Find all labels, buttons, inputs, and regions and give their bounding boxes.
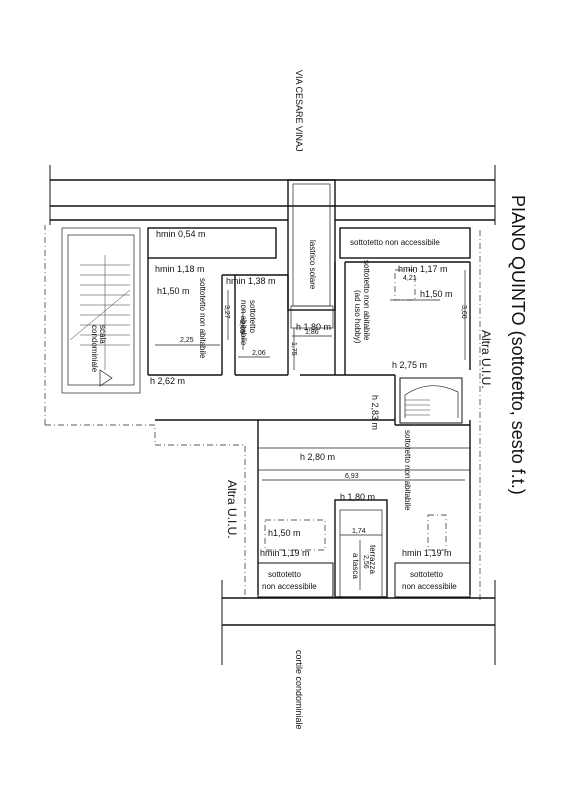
street-label: VIA CESARE VINAJ <box>294 70 304 152</box>
interior-walls <box>147 227 471 598</box>
label-lastrico: lastrico solare <box>308 240 317 290</box>
label-sotto-na-vert: sottotetto non abitabile <box>198 278 207 359</box>
label-sottotetto-1: sottotetto <box>248 300 257 333</box>
plan-title: PIANO QUINTO (sottotetto, sesto f.t.) <box>508 195 528 495</box>
other-unit-right: Altra U.I.U. <box>479 330 493 389</box>
label-sna-hobby-2: (ad uso hobby) <box>353 290 362 344</box>
dim-421: 4,21 <box>403 275 417 282</box>
property-boundary <box>44 225 481 600</box>
label-h280: h 2,80 m <box>300 452 335 462</box>
label-h150b: h1,50 m <box>420 289 453 299</box>
dim-225: 2,25 <box>180 337 194 344</box>
dim-175: 1,75 <box>290 342 297 356</box>
label-h150c: h1,50 m <box>268 528 301 538</box>
street-facade-walls <box>49 165 496 311</box>
label-sott-l1: sottotetto <box>268 570 301 579</box>
label-hmin138: hmin 1,38 m <box>226 276 276 286</box>
dim-174: 1,74 <box>352 528 366 535</box>
label-terrazza-1: terrazza <box>368 545 377 574</box>
dim-360: 3,60 <box>460 305 467 319</box>
label-sna-hobby-1: sottotetto non abitabile <box>362 260 371 341</box>
label-sna-big: sottotetto non abitabile <box>403 430 412 511</box>
label-sna-top: sottotetto non accessibile <box>350 238 440 247</box>
label-terrazza-2: a tasca <box>351 553 360 579</box>
labels: PIANO QUINTO (sottotetto, sesto f.t.) VI… <box>90 70 528 730</box>
condominium-stairwell <box>61 227 141 394</box>
dim-693: 6,93 <box>345 473 359 480</box>
courtyard-label: cortile condominiale <box>294 650 304 730</box>
label-h262: h 2,62 m <box>150 376 185 386</box>
label-hmin054: hmin 0,54 m <box>156 229 206 239</box>
courtyard-facade-walls <box>221 580 496 665</box>
dimension-lines <box>155 270 466 590</box>
other-unit-left: Altra U.I.U. <box>225 480 239 539</box>
label-sott-r1: sottotetto <box>410 570 443 579</box>
label-sott-l2: non accessibile <box>262 582 317 591</box>
label-hmin119b: hmin 1,19 m <box>402 548 452 558</box>
label-h275: h 2,75 m <box>392 360 427 370</box>
dim-265: 2,65 <box>238 320 245 334</box>
dim-327: 3,27 <box>223 305 230 319</box>
label-hmin117: hmin 1,17 m <box>398 264 448 274</box>
label-h180a: h 1,80 m <box>296 322 331 332</box>
label-hmin119a: hmin 1,19 m <box>260 548 310 558</box>
label-hmin118: hmin 1,18 m <box>155 264 205 274</box>
stair-label-2: condominiale <box>90 325 99 373</box>
dim-186: 1,86 <box>305 329 319 336</box>
dim-256: 2,56 <box>362 555 369 569</box>
label-non-abitabile-1: non abitabile <box>239 300 248 346</box>
label-sott-r2: non accessibile <box>402 582 457 591</box>
label-h150a: h1,50 m <box>157 286 190 296</box>
label-h283: h 2,83 m <box>370 395 380 430</box>
label-h180b: h 1,80 m <box>340 492 375 502</box>
dim-206: 2,06 <box>252 350 266 357</box>
stair-label-1: scala <box>98 325 107 344</box>
